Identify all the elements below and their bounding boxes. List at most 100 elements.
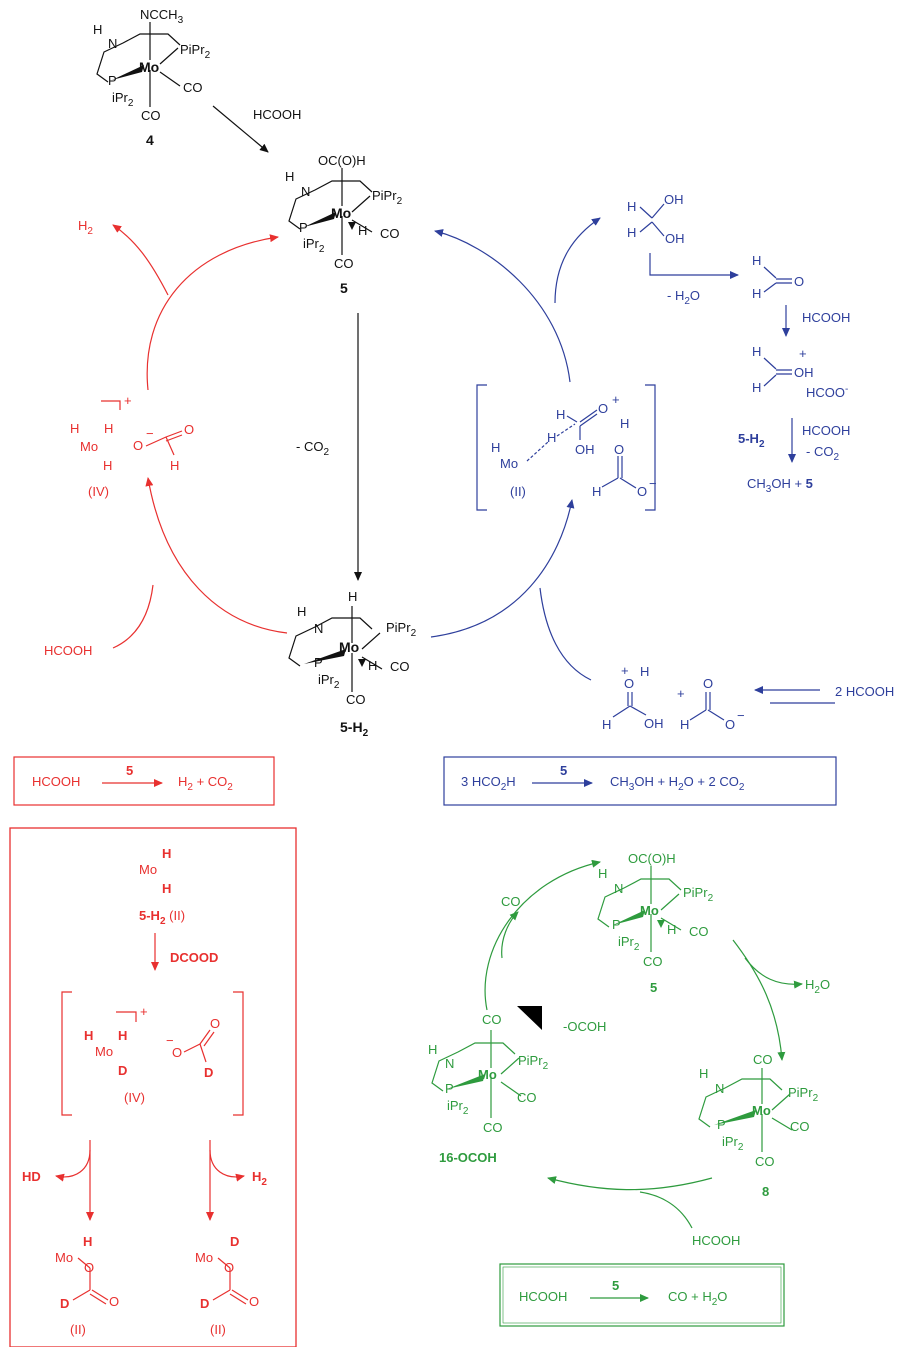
o-label: O bbox=[794, 274, 804, 289]
p-label: P bbox=[717, 1117, 726, 1132]
mo-label: Mo bbox=[139, 862, 157, 877]
co-label: CO bbox=[790, 1119, 810, 1134]
o-anion-label: O bbox=[172, 1045, 182, 1060]
plus-charge: + bbox=[140, 1004, 148, 1019]
oh-label: OH bbox=[664, 192, 684, 207]
co-label: CO bbox=[689, 924, 709, 939]
mo-label: Mo bbox=[640, 903, 659, 918]
product-hd: HD bbox=[22, 1169, 41, 1184]
pipr2-label: PiPr2 bbox=[386, 620, 417, 639]
complex-16-ocoh: H N CO PiPr2 Mo P iPr2 CO CO 16-OCOH bbox=[428, 1006, 549, 1165]
h-label: H bbox=[93, 22, 102, 37]
h-label: H bbox=[83, 1234, 92, 1249]
complex-8: H N CO PiPr2 Mo P iPr2 CO CO 8 bbox=[698, 1052, 819, 1199]
product-h2: H2 bbox=[252, 1169, 267, 1188]
plus-sign: + bbox=[677, 686, 685, 701]
minus-charge: − bbox=[146, 426, 154, 441]
reagent-hcooh: HCOOH bbox=[692, 1233, 740, 1248]
pipr2-label: PiPr2 bbox=[788, 1085, 819, 1104]
ipr2-label: iPr2 bbox=[618, 934, 640, 953]
h-label: H bbox=[162, 881, 171, 896]
ococh-label: OC(O)H bbox=[628, 851, 676, 866]
co-label: CO bbox=[183, 80, 203, 95]
mo-label: Mo bbox=[331, 205, 351, 221]
o-anion-label: O bbox=[725, 717, 735, 732]
h-label: H bbox=[358, 223, 367, 238]
reagent-minus-co2: - CO2 bbox=[296, 439, 329, 458]
d-label: D bbox=[204, 1065, 213, 1080]
h-label: H bbox=[348, 589, 357, 604]
o-label: O bbox=[109, 1294, 119, 1309]
co-label: CO bbox=[755, 1154, 775, 1169]
n-label: N bbox=[108, 36, 117, 51]
box-reactant: HCOOH bbox=[32, 774, 80, 789]
p-label: P bbox=[314, 655, 323, 670]
species-label-ii: (II) bbox=[510, 484, 526, 499]
o-label: O bbox=[703, 676, 713, 691]
h-label: H bbox=[285, 169, 294, 184]
reagent-5-h2: 5-H2 bbox=[738, 431, 765, 450]
h-label: H bbox=[368, 658, 377, 673]
ococh-label: OC(O)H bbox=[318, 153, 366, 168]
co-label: CO bbox=[334, 256, 354, 271]
h-label: H bbox=[556, 407, 565, 422]
green-cycle: H N OC(O)H PiPr2 Mo P H iPr2 CO CO 5 H2O… bbox=[428, 851, 830, 1248]
o-label: O bbox=[598, 401, 608, 416]
h-label: H bbox=[118, 1028, 127, 1043]
n-label: N bbox=[614, 881, 623, 896]
species-label-iv: (IV) bbox=[124, 1090, 145, 1105]
mo-label: Mo bbox=[500, 456, 518, 471]
n-label: N bbox=[715, 1081, 724, 1096]
h-label: H bbox=[170, 458, 179, 473]
species-label-ii: (II) bbox=[210, 1322, 226, 1337]
red-cycle: H2 HCOOH H H Mo H + O − O H (IV) bbox=[44, 218, 288, 658]
ocoh-anion: -OCOH bbox=[563, 1019, 606, 1034]
minus-charge: − bbox=[166, 1033, 174, 1048]
o-anion-label: O bbox=[133, 438, 143, 453]
h-label: H bbox=[297, 604, 306, 619]
pipr2-label: PiPr2 bbox=[683, 885, 714, 904]
complex-4: H N NCCH3 PiPr2 Mo P iPr2 CO CO 4 bbox=[93, 7, 211, 148]
p-label: P bbox=[612, 917, 621, 932]
h-label: H bbox=[752, 286, 761, 301]
pipr2-label: PiPr2 bbox=[518, 1053, 549, 1072]
h-label: H bbox=[547, 430, 556, 445]
oh-label: OH bbox=[665, 231, 685, 246]
h-label: H bbox=[699, 1066, 708, 1081]
red-deuteration-box: H Mo H 5-H2 (II) DCOOD H H Mo D + O − O … bbox=[9, 827, 297, 1347]
d-label: D bbox=[60, 1296, 69, 1311]
o-label: O bbox=[614, 442, 624, 457]
box-catalyst: 5 bbox=[126, 763, 133, 778]
ncch3-label: NCCH3 bbox=[140, 7, 184, 26]
h-label: H bbox=[70, 421, 79, 436]
compound-label-5: 5 bbox=[340, 280, 348, 296]
mo-label: Mo bbox=[339, 639, 359, 655]
co-label: CO bbox=[753, 1052, 773, 1067]
reagent-2hcooh: 2 HCOOH bbox=[835, 684, 894, 699]
hcoo-minus: HCOO- bbox=[806, 384, 848, 400]
o-label: O bbox=[249, 1294, 259, 1309]
compound-label-5: 5 bbox=[650, 980, 657, 995]
h-label: H bbox=[162, 846, 171, 861]
compound-label-4: 4 bbox=[146, 132, 154, 148]
complex-5-h2: H N H PiPr2 Mo P H iPr2 CO CO 5-H2 bbox=[288, 589, 417, 739]
pipr2-label: PiPr2 bbox=[372, 188, 403, 207]
reagent-hcooh: HCOOH bbox=[253, 107, 301, 122]
plus-charge: + bbox=[799, 346, 807, 361]
plus-charge: + bbox=[124, 393, 132, 408]
box-catalyst: 5 bbox=[612, 1278, 619, 1293]
p-label: P bbox=[445, 1081, 454, 1096]
co-label: CO bbox=[482, 1012, 502, 1027]
h-label: H bbox=[598, 866, 607, 881]
reagent-minus-h2o: - H2O bbox=[667, 288, 700, 307]
co-label: CO bbox=[346, 692, 366, 707]
h-label: H bbox=[602, 717, 611, 732]
oh-label: OH bbox=[575, 442, 595, 457]
d-label: D bbox=[118, 1063, 127, 1078]
co-label: CO bbox=[483, 1120, 503, 1135]
o-label: O bbox=[84, 1260, 94, 1275]
mo-label: Mo bbox=[752, 1103, 771, 1118]
h-label: H bbox=[680, 717, 689, 732]
compound-label-16-ocoh: 16-OCOH bbox=[439, 1150, 497, 1165]
